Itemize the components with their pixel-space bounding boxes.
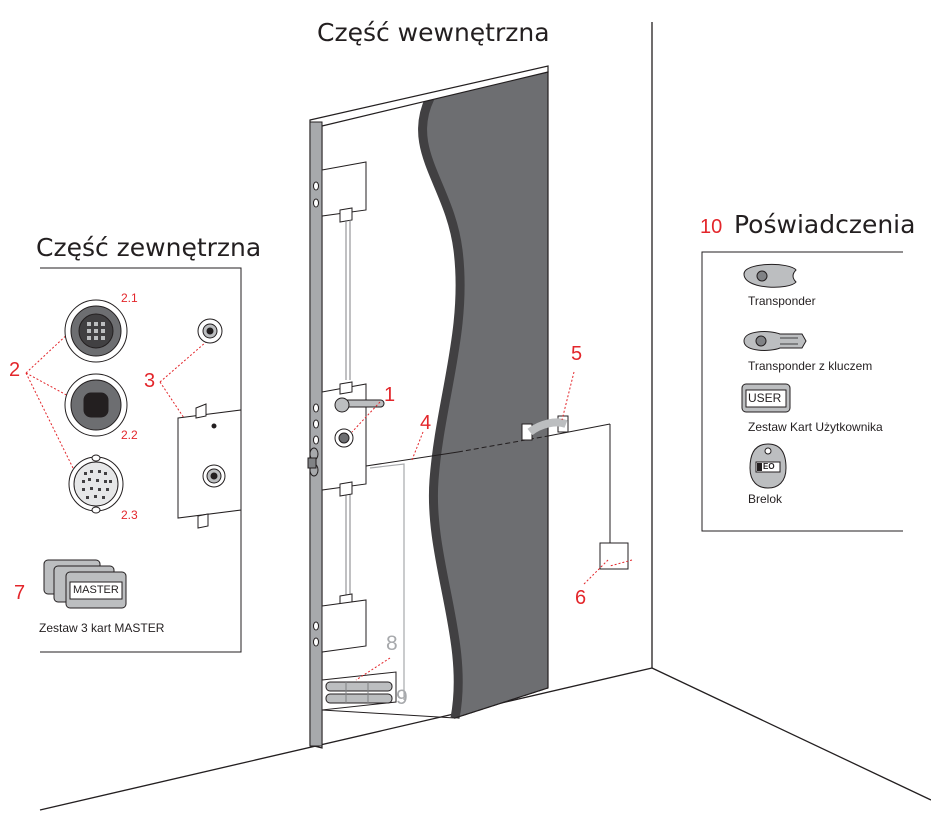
- callout-9: 9: [396, 686, 408, 709]
- wiring-outline: [369, 463, 405, 700]
- lock-body: [307, 381, 385, 497]
- master-card-text: MASTER: [73, 584, 119, 596]
- leader-lines: [25, 329, 633, 681]
- proximity-reader: [64, 373, 128, 437]
- credentials-panel-frame: [701, 251, 903, 532]
- battery-compartment: [321, 671, 397, 711]
- callout-2-2: 2.2: [121, 428, 138, 442]
- transponder-icon: [743, 263, 797, 288]
- fob-label: Brelok: [748, 492, 783, 506]
- user-set-label: Zestaw Kart Użytkownika: [748, 420, 883, 434]
- credentials-title: Poświadczenia: [734, 210, 916, 239]
- door-leaf: [418, 71, 549, 719]
- room-lines: [39, 22, 931, 811]
- master-set-label: Zestaw 3 kart MASTER: [39, 621, 165, 635]
- user-card-icon: [741, 383, 791, 413]
- callout-1: 1: [384, 384, 396, 406]
- callout-4: 4: [420, 412, 432, 434]
- control-unit: [599, 542, 629, 570]
- fob-logo-text: EO: [763, 462, 775, 471]
- keypad-reader: [64, 299, 128, 363]
- interior-title: Część wewnętrzna: [317, 18, 550, 47]
- reader-back: [68, 454, 124, 514]
- credentials-number: 10: [700, 216, 723, 238]
- callout-2: 2: [9, 359, 21, 381]
- callout-2-1: 2.1: [121, 291, 138, 305]
- callout-3: 3: [144, 370, 156, 392]
- callout-6: 6: [575, 587, 587, 609]
- frame-holes: [313, 181, 319, 647]
- inner-handle: [521, 415, 569, 441]
- transponder-key-icon: [743, 331, 807, 351]
- callout-8: 8: [386, 632, 398, 655]
- lower-bolt-box: [321, 488, 367, 653]
- upper-bolt-box: [321, 161, 367, 380]
- callout-7: 7: [14, 582, 26, 604]
- callout-2-3: 2.3: [121, 508, 138, 522]
- exterior-title: Część zewnętrzna: [36, 233, 262, 262]
- transponder-key-label: Transponder z kluczem: [748, 359, 873, 373]
- key-fob-icon: [749, 443, 787, 489]
- master-card-stack: [43, 559, 127, 609]
- user-card-text: USER: [748, 391, 782, 405]
- transponder-label: Transponder: [748, 294, 816, 308]
- exterior-lock-plate: [177, 318, 242, 529]
- callout-5: 5: [571, 343, 583, 365]
